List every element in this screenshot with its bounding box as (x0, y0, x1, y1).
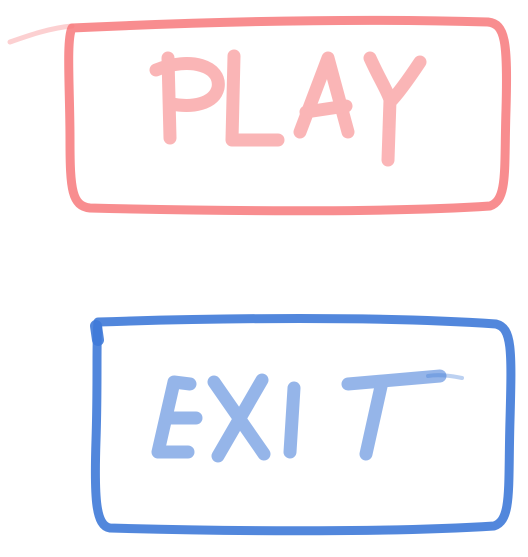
play-button-outline (7, 15, 512, 216)
exit-button-text-strokes (151, 369, 447, 463)
exit-button-sketch (90, 314, 516, 536)
exit-button-outline (90, 314, 516, 536)
exit-button[interactable]: EXIT (0, 300, 528, 557)
play-button-text-strokes (149, 49, 427, 167)
play-button[interactable]: PLAY (0, 0, 528, 230)
play-button-sketch (7, 15, 512, 216)
